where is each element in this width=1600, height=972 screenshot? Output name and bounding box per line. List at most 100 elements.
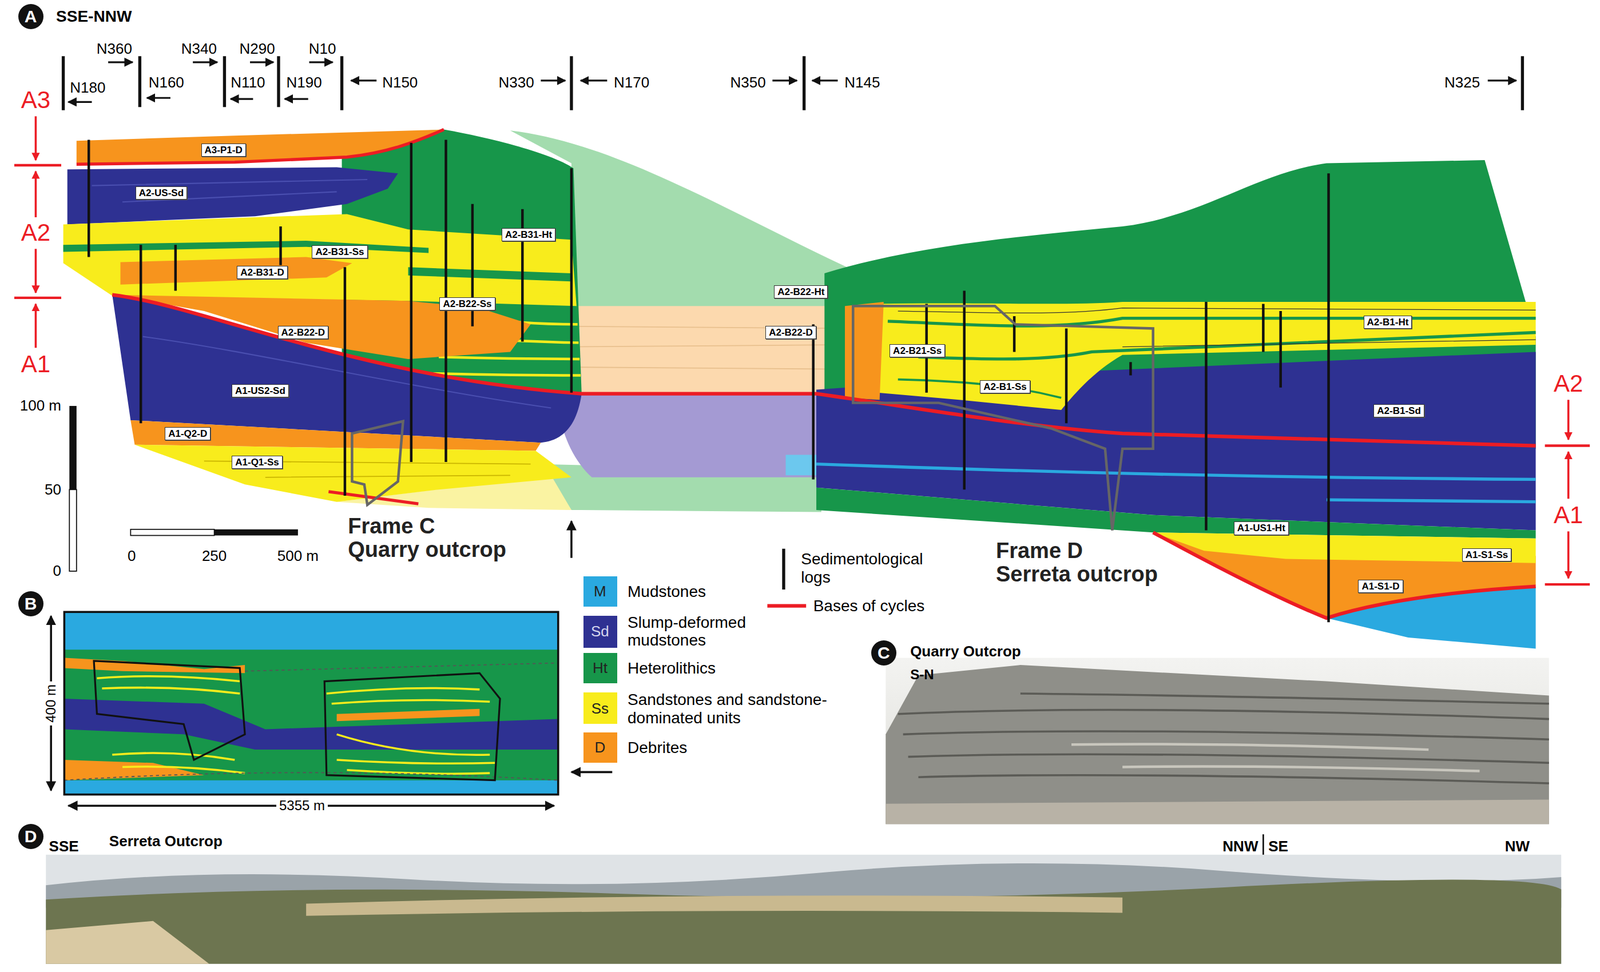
quarry-photo xyxy=(885,658,1549,825)
heterolithic-strip xyxy=(63,240,430,253)
paleocurrent-arrow xyxy=(580,79,607,82)
azimuth-label: N110 xyxy=(230,74,265,91)
heterolithic-strip xyxy=(918,332,1536,360)
azimuth-label: N160 xyxy=(148,74,185,91)
paleocurrent-arrow xyxy=(772,79,797,82)
unit-label: A1-US2-Sd xyxy=(231,384,289,398)
model-debrite xyxy=(64,760,204,781)
cycle-label: A2 xyxy=(21,219,51,246)
scale-label: 100 m xyxy=(20,397,62,415)
dimension-label: 5355 m xyxy=(276,798,328,815)
cycle-label: A2 xyxy=(1553,370,1583,397)
scale-label: 500 m xyxy=(277,548,319,565)
cycle-label: A3 xyxy=(21,86,51,114)
node-text: A2-B1-Ss xyxy=(983,381,1027,393)
panel-title: SSE-NNW xyxy=(56,7,132,26)
unit-label: A2-B21-Ss xyxy=(889,344,946,358)
azimuth-label: N360 xyxy=(96,40,133,58)
node-text: A2-B31-D xyxy=(240,267,285,279)
frame-outline xyxy=(351,421,403,506)
cycle-base-line xyxy=(328,491,419,504)
unit-label: A2-B1-Sd xyxy=(1373,404,1425,418)
serreta-vegetation xyxy=(45,879,1562,964)
azimuth-label: N145 xyxy=(844,74,880,91)
node-text: A2-B22-D xyxy=(768,327,813,339)
scale-bar xyxy=(69,406,77,490)
node-text: A2-B22-Ht xyxy=(777,286,825,298)
legend-log-sample xyxy=(781,549,785,590)
node-text: A2-B1-Sd xyxy=(1376,405,1421,417)
unit-label: A2-B1-Ht xyxy=(1363,315,1413,329)
node-text: A3-P1-D xyxy=(204,144,243,156)
pale-slump-fill xyxy=(556,394,822,478)
location-arrow xyxy=(570,521,573,559)
model-outline xyxy=(324,673,500,781)
node-text: A2-B31-Ss xyxy=(315,246,364,258)
azimuth-label: N190 xyxy=(286,74,322,91)
frame-label: Serreta outcrop xyxy=(995,562,1158,587)
cycle-arrow xyxy=(34,304,38,349)
heterolithic-strip xyxy=(898,379,1062,399)
legend-base-sample xyxy=(767,604,807,608)
debrite-unit xyxy=(76,129,444,164)
paleocurrent-arrow xyxy=(284,97,309,100)
frame-label: Quarry outcrop xyxy=(347,537,507,563)
unit-label: A2-US-Sd xyxy=(135,186,188,200)
serreta-cliff xyxy=(306,895,1123,917)
node-text: D xyxy=(24,827,38,847)
panel-caption: Serreta Outcrop xyxy=(109,833,223,851)
paleocurrent-arrow xyxy=(351,79,377,82)
mudstone-stripe xyxy=(816,464,1536,503)
model-debrite xyxy=(64,658,245,674)
azimuth-label: N170 xyxy=(613,74,650,91)
node-text: B xyxy=(24,594,38,614)
orientation-label: NNW xyxy=(1222,838,1258,856)
scale-bar xyxy=(130,529,214,537)
legend-text: Mudstones xyxy=(627,582,706,601)
orientation-separator xyxy=(1262,834,1265,856)
heterolithic-unit xyxy=(816,487,1536,539)
model-debrite xyxy=(336,709,480,722)
scale-bar xyxy=(69,489,77,572)
heterolithic-strip xyxy=(408,267,572,282)
cycle-base-line xyxy=(112,295,1536,447)
pale-mudstone-fill xyxy=(785,455,822,476)
cycle-label: A1 xyxy=(21,350,51,378)
azimuth-label: N340 xyxy=(181,40,217,58)
frame-outline xyxy=(852,306,1153,531)
paleocurrent-arrow xyxy=(1487,79,1517,82)
paleocurrent-arrow xyxy=(147,97,171,99)
model-frame xyxy=(64,612,558,795)
model-mudstone xyxy=(64,612,558,795)
model-dotted-line xyxy=(64,662,558,781)
legend-code: Sd xyxy=(590,623,610,641)
node-text: A2-B21-Ss xyxy=(892,345,942,357)
scale-label: 0 xyxy=(53,562,62,580)
legend-code: D xyxy=(594,739,606,757)
node-text: A2-B1-Ht xyxy=(1367,316,1409,328)
bedding-line xyxy=(898,308,1536,348)
sedimentological-log xyxy=(88,139,1329,623)
legend-code: Ht xyxy=(592,660,608,677)
unit-label: A2-B22-D xyxy=(765,326,817,340)
unit-label: A2-B1-Ss xyxy=(979,380,1031,394)
paleocurrent-arrow xyxy=(192,61,218,63)
frame-label: Frame C xyxy=(347,514,435,539)
node-text: A1-Q2-D xyxy=(168,428,208,440)
bedding-line xyxy=(92,179,368,202)
node-text: A1-US1-Ht xyxy=(1237,522,1286,534)
unit-label: A2-B22-Ss xyxy=(439,297,495,311)
azimuth-label: N350 xyxy=(729,74,766,91)
unit-label: A1-Q2-D xyxy=(164,427,211,441)
cycle-arrow xyxy=(1567,451,1570,499)
node-text: A2-B22-Ss xyxy=(442,298,492,310)
unit-label: A2-B31-Ss xyxy=(311,245,368,259)
scale-label: 0 xyxy=(127,548,136,565)
panel-letter: C xyxy=(871,640,897,666)
model-heterolithic xyxy=(64,649,558,781)
serreta-slope xyxy=(45,921,209,965)
paleocurrent-arrow xyxy=(108,61,133,63)
orientation-label: NW xyxy=(1505,838,1530,856)
node-text: A2-US-Sd xyxy=(139,187,184,199)
dimension-label: 400 m xyxy=(43,681,59,726)
